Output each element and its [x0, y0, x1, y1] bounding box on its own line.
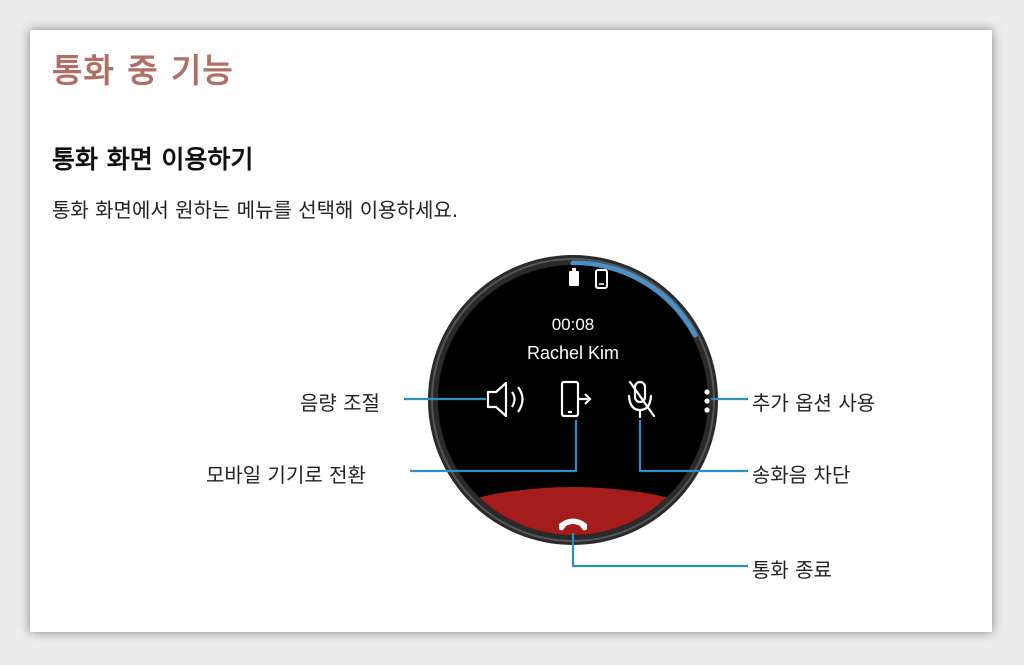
- description-text: 통화 화면에서 원하는 메뉴를 선택해 이용하세요.: [52, 198, 459, 222]
- speaker-icon[interactable]: [486, 381, 524, 418]
- callout-more-options: 추가 옵션 사용: [752, 391, 876, 415]
- callout-volume: 음량 조절: [300, 391, 380, 415]
- phone-icon: [595, 269, 608, 289]
- more-options-icon[interactable]: [704, 389, 710, 413]
- sub-title: 통화 화면 이용하기: [52, 145, 254, 174]
- watch-call-diagram: [404, 255, 748, 568]
- mute-microphone-icon[interactable]: [627, 380, 656, 419]
- battery-icon: [569, 268, 579, 286]
- document-page: 통화 중 기능 통화 화면 이용하기 통화 화면에서 원하는 메뉴를 선택해 이…: [30, 30, 992, 632]
- section-title: 통화 중 기능: [52, 51, 234, 90]
- callout-transfer: 모바일 기기로 전환: [206, 463, 366, 487]
- transfer-to-phone-icon[interactable]: [560, 380, 592, 418]
- callout-end-call: 통화 종료: [752, 558, 832, 582]
- call-timer: 00:08: [551, 315, 595, 334]
- caller-name: Rachel Kim: [526, 343, 620, 363]
- callout-mute: 송화음 차단: [752, 463, 851, 487]
- call-progress-arc: [570, 260, 698, 338]
- leader-lines: [404, 397, 748, 568]
- end-call-icon[interactable]: [559, 518, 587, 531]
